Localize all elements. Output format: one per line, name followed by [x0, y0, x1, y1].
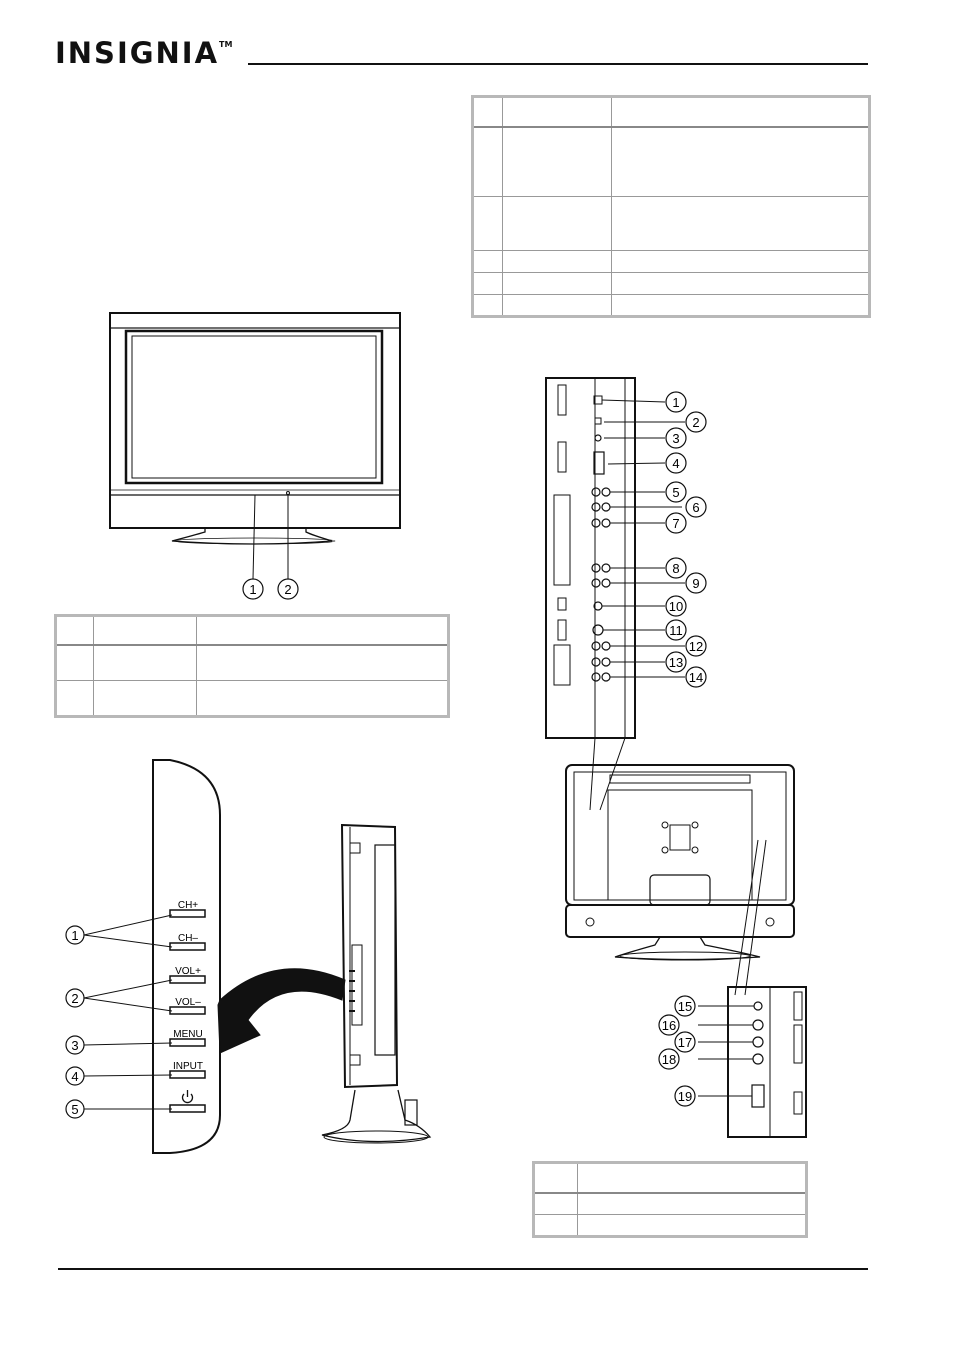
table-row: [472, 126, 870, 197]
table-row: [472, 196, 870, 251]
side-panel-callout-16: 16: [662, 1018, 676, 1033]
table-cell: [502, 272, 612, 295]
table-cell: [533, 1192, 578, 1215]
table-cell: [93, 680, 197, 717]
back-callout-11: 11: [669, 623, 683, 638]
table-cell: [502, 250, 612, 273]
table-cell: [196, 615, 449, 646]
btn-label-vol-down: VOL–: [175, 997, 201, 1008]
table-cell: [55, 644, 94, 681]
front-features-table: [54, 614, 450, 718]
table-row: [533, 1192, 807, 1215]
back-callout-10: 10: [669, 599, 683, 614]
back-callout-6: 6: [692, 500, 699, 515]
side-callout-4: 4: [71, 1069, 78, 1084]
table-row: [55, 644, 449, 681]
tv-back-panel-illustration: 1 2 3 4 5 6 7 8 9 10 11 12 13 14 15 16 1…: [545, 377, 807, 1138]
table-cell: [472, 126, 503, 197]
table-cell: [502, 196, 612, 251]
table-row: [55, 680, 449, 717]
table-row: [472, 272, 870, 295]
tv-front-illustration: 1 2: [109, 312, 401, 600]
front-callout-2: 2: [284, 582, 291, 597]
table-cell: [472, 250, 503, 273]
table-cell: [197, 681, 449, 717]
side-callout-3: 3: [71, 1038, 78, 1053]
back-callout-3: 3: [672, 431, 679, 446]
side-callout-2: 2: [71, 991, 78, 1006]
table-cell: [55, 615, 94, 646]
table-cell: [612, 295, 870, 317]
table-cell: [577, 1192, 807, 1215]
btn-label-ch-down: CH–: [178, 933, 198, 944]
back-callout-4: 4: [672, 456, 679, 471]
table-header-row: [55, 615, 449, 646]
table-header-row: [472, 96, 870, 128]
btn-label-menu: MENU: [173, 1029, 202, 1040]
brand-name: INSIGNIA: [55, 36, 220, 70]
table-cell: [55, 680, 94, 717]
table-cell: [472, 272, 503, 295]
footer-rule: [58, 1268, 868, 1270]
side-panel-callout-15: 15: [678, 999, 692, 1014]
side-panel-callout-17: 17: [678, 1035, 692, 1050]
side-callout-5: 5: [71, 1102, 78, 1117]
btn-label-ch-up: CH+: [178, 900, 198, 911]
back-callout-13: 13: [669, 655, 683, 670]
trademark: TM: [219, 40, 233, 49]
side-panel-callout-18: 18: [662, 1052, 676, 1067]
table-row: [472, 294, 870, 317]
back-callout-7: 7: [672, 516, 679, 531]
table-cell: [611, 196, 870, 251]
table-cell: [611, 96, 870, 128]
back-callout-5: 5: [672, 485, 679, 500]
back-callout-9: 9: [692, 576, 699, 591]
side-callout-1: 1: [71, 928, 78, 943]
table-cell: [93, 644, 197, 681]
table-cell: [93, 615, 197, 646]
table-header-row: [533, 1162, 807, 1194]
table-cell: [611, 126, 870, 197]
table-cell: [578, 1215, 807, 1237]
table-cell: [533, 1162, 578, 1194]
brand-logo: INSIGNIATM: [55, 36, 232, 70]
table-cell: [196, 644, 449, 681]
back-callout-2: 2: [692, 415, 699, 430]
table-cell: [472, 294, 503, 317]
table-cell: [472, 96, 503, 128]
side-connections-table: [532, 1161, 808, 1238]
table-cell: [502, 294, 612, 317]
table-cell: [533, 1214, 578, 1237]
table-row: [533, 1214, 807, 1237]
table-cell: [472, 196, 503, 251]
table-cell: [611, 250, 870, 273]
btn-label-vol-up: VOL+: [175, 966, 201, 977]
table-row: [472, 250, 870, 273]
back-callout-1: 1: [672, 395, 679, 410]
back-callout-14: 14: [689, 670, 703, 685]
front-callout-1: 1: [249, 582, 256, 597]
back-callout-12: 12: [689, 639, 703, 654]
back-callout-8: 8: [672, 561, 679, 576]
table-cell: [502, 126, 612, 197]
header-rule: [248, 63, 868, 65]
side-panel-callout-19: 19: [678, 1089, 692, 1104]
table-cell: [611, 272, 870, 295]
tv-side-buttons-illustration: CH+ CH– VOL+ VOL– MENU INPUT 1 2 3 4 5: [65, 759, 432, 1154]
table-cell: [577, 1162, 807, 1194]
back-connections-table: [471, 95, 871, 318]
table-cell: [502, 96, 612, 128]
btn-label-input: INPUT: [173, 1061, 203, 1072]
